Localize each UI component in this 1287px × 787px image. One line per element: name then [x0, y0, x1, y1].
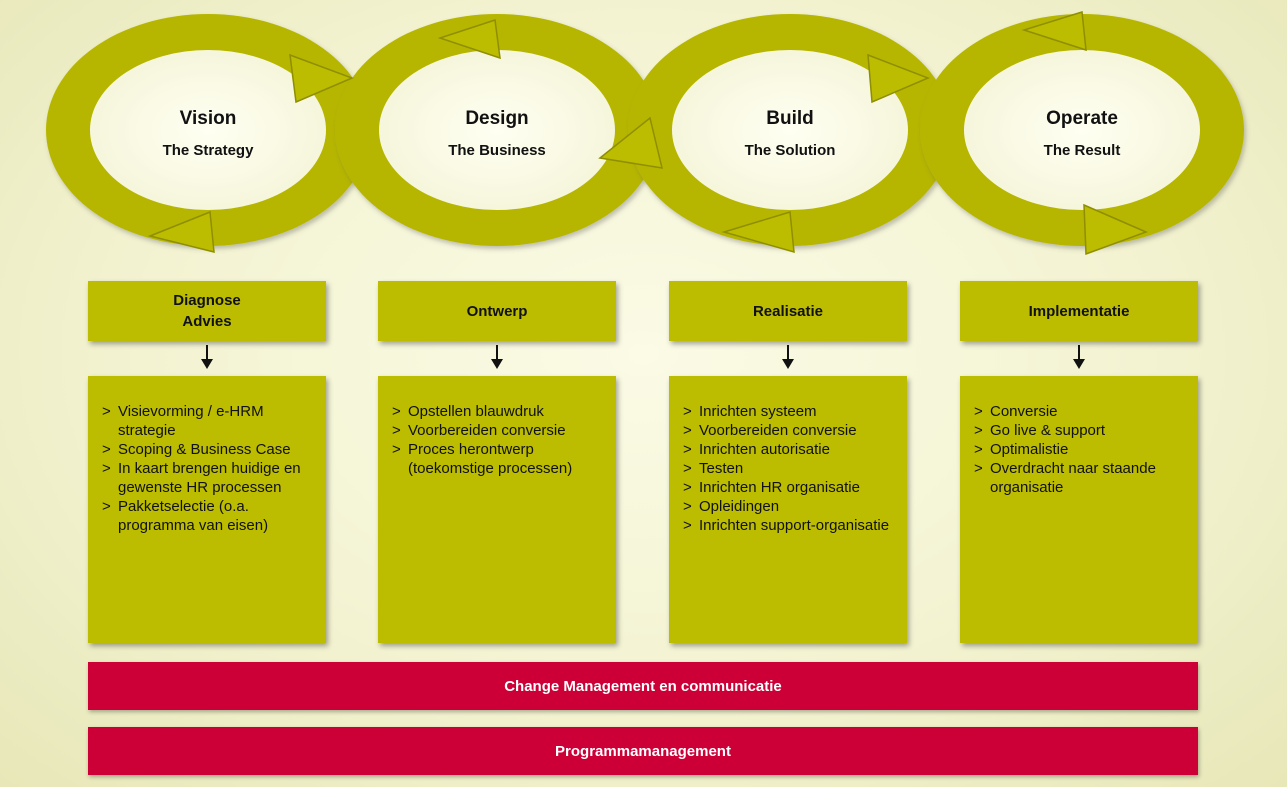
arrowhead-build-top: [867, 53, 930, 104]
cycle-ring-operate: [920, 14, 1244, 246]
phase-box-diagnose: Diagnose Advies: [88, 281, 326, 341]
cycle-title: Operate: [1046, 108, 1118, 129]
cycle-ring-vision: [46, 14, 370, 246]
down-arrow-icon: [201, 345, 213, 369]
cycle-ring-design: [335, 14, 659, 246]
cycle-subtitle: The Strategy: [162, 142, 254, 159]
activity-item: Inrichten HR organisatie: [683, 478, 897, 497]
cycle-design-label: Design The Business: [397, 108, 597, 159]
down-arrow-icon: [491, 345, 503, 369]
arrowhead-build-bottom: [721, 211, 795, 254]
cycle-subtitle: The Result: [1043, 142, 1121, 159]
activity-list: Visievorming / e-HRM strategie Scoping &…: [88, 376, 326, 535]
activity-item: Visievorming / e-HRM strategie: [102, 402, 316, 440]
phase-box-implementatie: Implementatie: [960, 281, 1198, 341]
cycle-rings: [46, 11, 1244, 256]
arrowhead-operate-bottom: [1083, 203, 1149, 256]
activity-item: In kaart brengen huidige en gewenste HR …: [102, 459, 316, 497]
activity-item: Scoping & Business Case: [102, 440, 316, 459]
activity-item: Opleidingen: [683, 497, 897, 516]
activity-item: Inrichten systeem: [683, 402, 897, 421]
activity-item: Proces herontwerp (toekomstige processen…: [392, 440, 606, 478]
activity-box-ontwerp: Opstellen blauwdruk Voorbereiden convers…: [378, 376, 616, 643]
arrowhead-design-top: [437, 19, 501, 60]
activity-list: Opstellen blauwdruk Voorbereiden convers…: [378, 376, 616, 478]
activity-item: Opstellen blauwdruk: [392, 402, 606, 421]
cycle-title: Build: [766, 108, 814, 129]
activity-item: Go live & support: [974, 421, 1188, 440]
cycle-title: Vision: [179, 108, 237, 129]
activity-item: Voorbereiden conversie: [683, 421, 897, 440]
phase-box-ontwerp: Ontwerp: [378, 281, 616, 341]
activity-item: Testen: [683, 459, 897, 478]
activity-item: Overdracht naar staande organisatie: [974, 459, 1188, 497]
cycle-title: Design: [465, 108, 529, 129]
arrowhead-vision-bottom: [147, 210, 215, 253]
change-management-bar: Change Management en communicatie: [88, 662, 1198, 710]
activity-item: Inrichten support-organisatie: [683, 516, 897, 535]
down-arrow-icon: [782, 345, 794, 369]
down-arrow-icon: [1073, 345, 1085, 369]
activity-item: Optimalistie: [974, 440, 1188, 459]
activity-item: Conversie: [974, 402, 1188, 421]
activity-box-implementatie: Conversie Go live & support Optimalistie…: [960, 376, 1198, 643]
phase-box-realisatie: Realisatie: [669, 281, 907, 341]
activity-item: Inrichten autorisatie: [683, 440, 897, 459]
arrowhead-vision-top: [289, 53, 355, 104]
activity-list: Conversie Go live & support Optimalistie…: [960, 376, 1198, 497]
activity-item: Voorbereiden conversie: [392, 421, 606, 440]
activity-item: Pakketselectie (o.a. programma van eisen…: [102, 497, 316, 535]
activity-box-realisatie: Inrichten systeem Voorbereiden conversie…: [669, 376, 907, 643]
activity-box-diagnose: Visievorming / e-HRM strategie Scoping &…: [88, 376, 326, 643]
cycle-vision-label: Vision The Strategy: [108, 108, 308, 159]
cycle-operate-label: Operate The Result: [982, 108, 1182, 159]
programmamanagement-bar: Programmamanagement: [88, 727, 1198, 775]
activity-list: Inrichten systeem Voorbereiden conversie…: [669, 376, 907, 535]
arrowhead-operate-top: [1021, 11, 1087, 52]
cycle-subtitle: The Business: [448, 142, 546, 159]
cycle-subtitle: The Solution: [744, 142, 836, 159]
cycle-build-label: Build The Solution: [690, 108, 890, 159]
arrowhead-design-middle: [598, 116, 663, 169]
